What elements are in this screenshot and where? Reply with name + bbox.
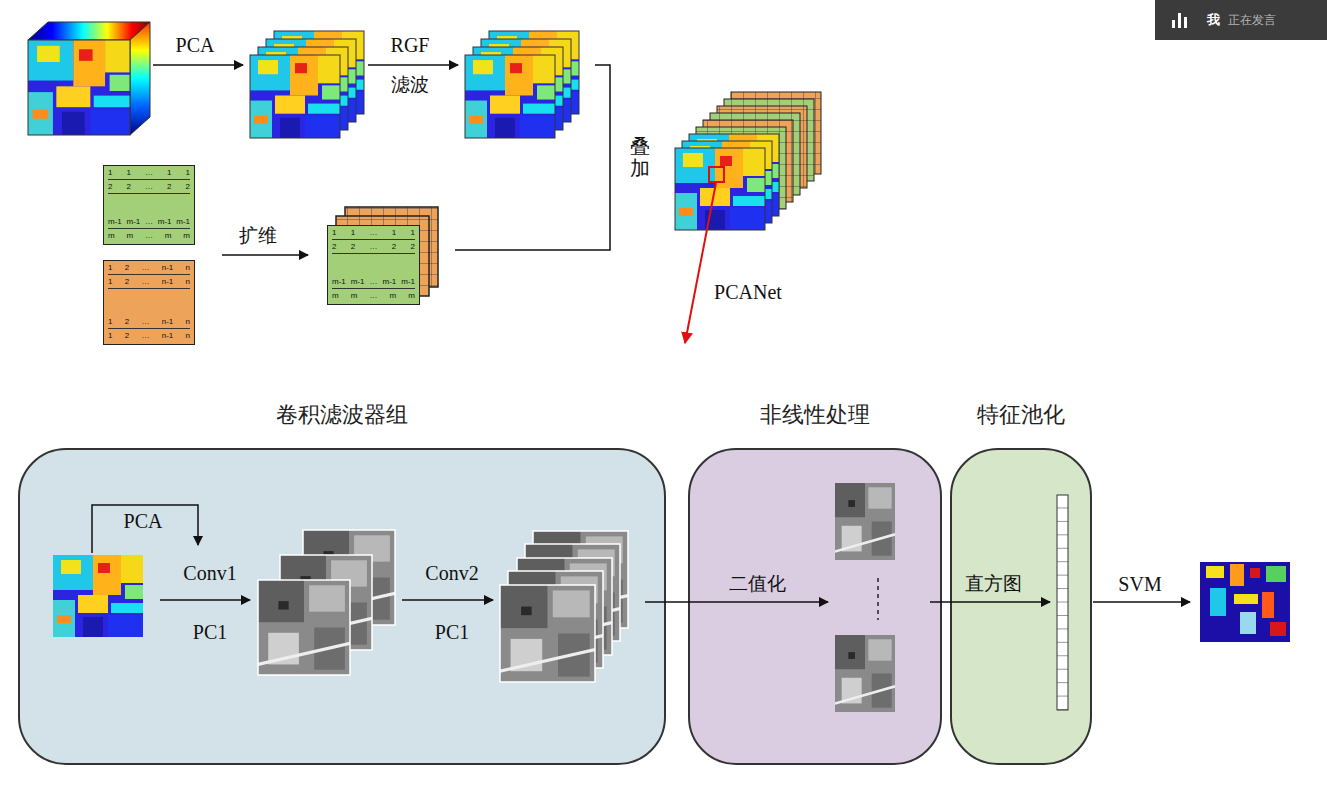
pca-image-stack (250, 31, 364, 138)
binarize-arrow (645, 601, 828, 603)
arrow-label: 滤波 (391, 72, 429, 98)
arrow-label: PCA (124, 510, 163, 533)
matrix-row: 1 2 … n-1 n (108, 317, 190, 329)
merge-label: 叠加 (630, 135, 650, 179)
patch-marker (709, 167, 724, 182)
rgf-arrow (368, 64, 458, 66)
rgf-image-stack (465, 31, 579, 138)
matrix-row: 2 2 … 2 2 (332, 242, 415, 254)
speaker-status: 正在发言 (1228, 12, 1276, 29)
matrix-row: 1 2 … n-1 n (108, 263, 190, 275)
matrix-row: 1 2 … n-1 n (108, 277, 190, 289)
matrix-row: m m … m m (332, 291, 415, 302)
matrix-row: m-1 m-1 … m-1 m-1 (108, 217, 190, 229)
matrix-row: 1 1 … 1 1 (108, 168, 190, 180)
input-patch (53, 555, 143, 637)
pooling-panel: 特征池化 (950, 448, 1092, 765)
panel-title: 非线性处理 (690, 400, 940, 430)
panel-title: 特征池化 (952, 400, 1090, 430)
nonlinear-panel: 非线性处理 (688, 448, 942, 765)
arrow-label: PCA (176, 34, 215, 57)
classification-map (1200, 562, 1290, 642)
expand-arrow (222, 254, 308, 256)
speaker-name: 我 (1207, 11, 1220, 29)
arrow-label: RGF (391, 34, 430, 57)
arrow-label: 直方图 (965, 571, 1022, 597)
conv2-arrow (402, 599, 493, 601)
arrow-label: Conv1 (183, 562, 236, 585)
merged-cube (675, 92, 821, 230)
pca-arrow (153, 64, 243, 66)
arrow-label: Conv2 (425, 562, 478, 585)
matrix-row: m-1 m-1 … m-1 m-1 (332, 277, 415, 289)
pca-loop-arrow (92, 505, 198, 553)
conv1-feature-stack (258, 530, 395, 675)
arrow-label: 扩维 (239, 223, 277, 249)
arrow-label: 二值化 (729, 571, 786, 597)
histogram-arrow (930, 601, 1050, 603)
matrix-row: 2 2 … 2 2 (108, 182, 190, 194)
arrow-label: SVM (1118, 573, 1161, 596)
hyperspectral-cube (28, 22, 150, 135)
arrow-label: PCANet (714, 281, 782, 304)
row-index-matrix: 1 1 … 1 1 2 2 … 2 2 m-1 m-1 … m-1 m-1 m m …… (103, 165, 195, 245)
pcanet-arrow (685, 183, 716, 343)
feature-vector (1057, 495, 1068, 710)
matrix-row: m m … m m (108, 231, 190, 242)
matrix-row: 1 1 … 1 1 (332, 228, 415, 240)
merge-bracket (455, 65, 610, 250)
conv2-feature-stack (500, 531, 628, 682)
expanded-matrix: 1 1 … 1 1 2 2 … 2 2 m-1 m-1 … m-1 m-1 m m …… (327, 225, 420, 305)
arrow-label: PC1 (193, 621, 227, 644)
svm-arrow (1093, 601, 1190, 603)
panel-title: 卷积滤波器组 (20, 400, 664, 430)
matrix-row: 1 2 … n-1 n (108, 331, 190, 342)
arrow-label: PC1 (435, 621, 469, 644)
conv1-arrow (160, 599, 250, 601)
binary-maps (835, 483, 895, 712)
column-index-matrix: 1 2 … n-1 n 1 2 … n-1 n 1 2 … n-1 n 1 2 … n… (103, 260, 195, 345)
audio-icon (1171, 11, 1189, 29)
